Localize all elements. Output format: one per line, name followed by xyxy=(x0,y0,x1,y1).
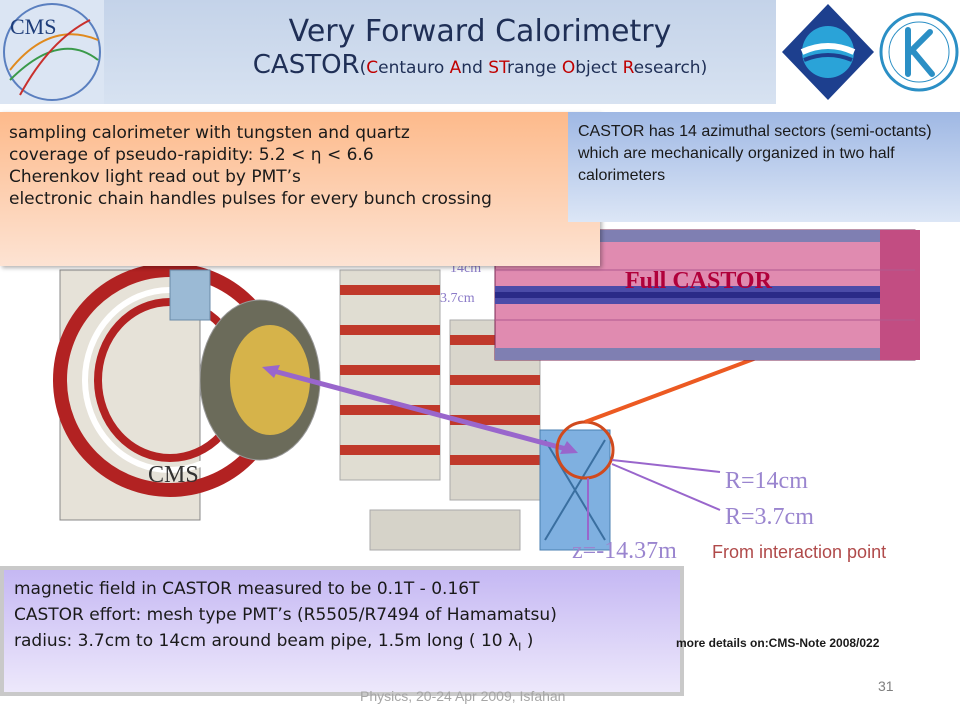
field-list: magnetic field in CASTOR measured to be … xyxy=(4,570,680,660)
page-title: Very Forward Calorimetry xyxy=(288,14,672,49)
cms-label: CMS xyxy=(148,462,199,488)
magnetic-field-box: magnetic field in CASTOR measured to be … xyxy=(0,566,684,696)
svg-text:CMS: CMS xyxy=(10,14,56,39)
cms-detector-drawing xyxy=(53,263,611,551)
features-box: sampling calorimeter with tungsten and q… xyxy=(0,112,600,266)
feature-item: electronic chain handles pulses for ever… xyxy=(9,189,492,209)
page-subtitle: CASTOR(Centauro And STrange Object Resea… xyxy=(110,50,850,80)
kafkas-university-seal xyxy=(878,0,960,104)
radius-14cm-label: R=14cm xyxy=(725,468,808,494)
cms-logo: CMS xyxy=(0,0,104,104)
features-list: sampling calorimeter with tungsten and q… xyxy=(0,112,600,210)
institute-diamond-logo xyxy=(778,0,878,104)
sectors-text: CASTOR has 14 azimuthal sectors (semi-oc… xyxy=(578,123,932,184)
z-position-label: z=-14.37m xyxy=(572,538,677,564)
full-castor-drawing: Full CASTOR xyxy=(494,229,920,361)
page-number: 31 xyxy=(878,678,894,694)
title-banner xyxy=(0,0,776,104)
radius-3-7cm-label: R=3.7cm xyxy=(725,504,814,530)
more-details-note: more details on:CMS-Note 2008/022 xyxy=(676,636,880,650)
field-line-3: radius: 3.7cm to 14cm around beam pipe, … xyxy=(14,631,534,654)
feature-item: Cherenkov light read out by PMT’s xyxy=(9,167,301,187)
subtitle-castor: CASTOR xyxy=(252,50,360,80)
from-interaction-point-label: From interaction point xyxy=(712,542,886,562)
dimension-3-7cm: 3.7cm xyxy=(440,291,475,306)
field-line-2: CASTOR effort: mesh type PMT’s (R5505/R7… xyxy=(14,605,557,625)
feature-item: coverage of pseudo-rapidity: 5.2 < η < 6… xyxy=(9,145,374,165)
subtitle-expansion: (Centauro And STrange Object Research) xyxy=(359,58,708,78)
full-castor-label: Full CASTOR xyxy=(625,268,773,294)
cms-castor-illustration: Full CASTOR 14cm 3.7cm CMS R=14cm R=3.7c… xyxy=(40,210,940,570)
field-line-1: magnetic field in CASTOR measured to be … xyxy=(14,579,480,599)
sectors-box: CASTOR has 14 azimuthal sectors (semi-oc… xyxy=(568,112,960,222)
feature-item: sampling calorimeter with tungsten and q… xyxy=(9,123,410,143)
footer-conference: Physics, 20-24 Apr 2009, Isfahan xyxy=(360,688,566,704)
